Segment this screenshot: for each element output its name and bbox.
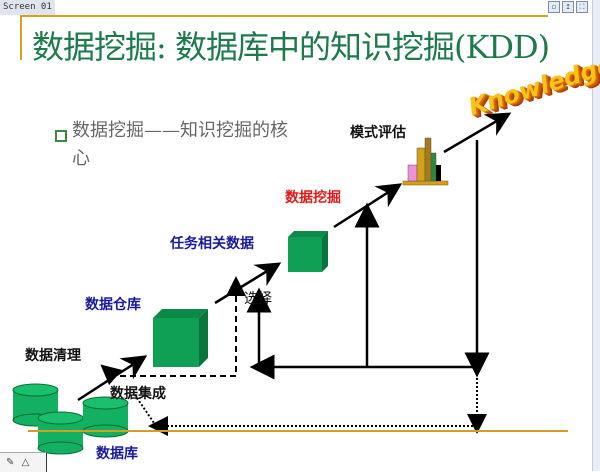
label-task-data: 任务相关数据 [170,236,254,252]
label-database: 数据库 [96,446,138,462]
window-controls: ▫ ↥ ⛶ [548,1,588,13]
slide-title: 数据挖掘: 数据库中的知识挖掘(KDD) [32,28,550,66]
restore-icon[interactable]: ▫ [548,1,560,13]
integration-dashed-line [110,276,246,377]
bullet-square-icon [55,130,67,142]
knowledge-arrow [443,112,512,154]
task-data-cube [288,231,328,272]
dotted-up-line [132,391,157,427]
label-integration: 数据集成 [110,386,166,402]
pattern-chart-icon [402,137,449,186]
footer-rule [28,430,568,432]
pen-icon[interactable]: ✎ [6,457,15,468]
label-selection: 选择 [244,291,272,307]
selection-arrow [214,262,282,305]
bullet-text: 数据挖掘——知识挖掘的核心 [72,120,288,169]
title-rule [20,15,548,17]
fullscreen-icon[interactable]: ⛶ [576,1,588,13]
label-pattern-eval: 模式评估 [350,125,406,141]
label-warehouse: 数据仓库 [85,297,141,313]
triangle-icon[interactable]: △ [21,457,30,468]
label-cleaning: 数据清理 [25,348,81,364]
corner-toolbar: ✎ △ [0,452,47,472]
label-data-mining: 数据挖掘 [285,190,341,206]
window-tab[interactable]: Screen 01 [0,0,55,15]
pin-icon[interactable]: ↥ [562,1,574,13]
data-warehouse-cube [153,309,208,367]
title-left-rule [20,15,22,60]
database-cylinder [37,411,84,455]
scrollbar[interactable] [592,0,600,471]
